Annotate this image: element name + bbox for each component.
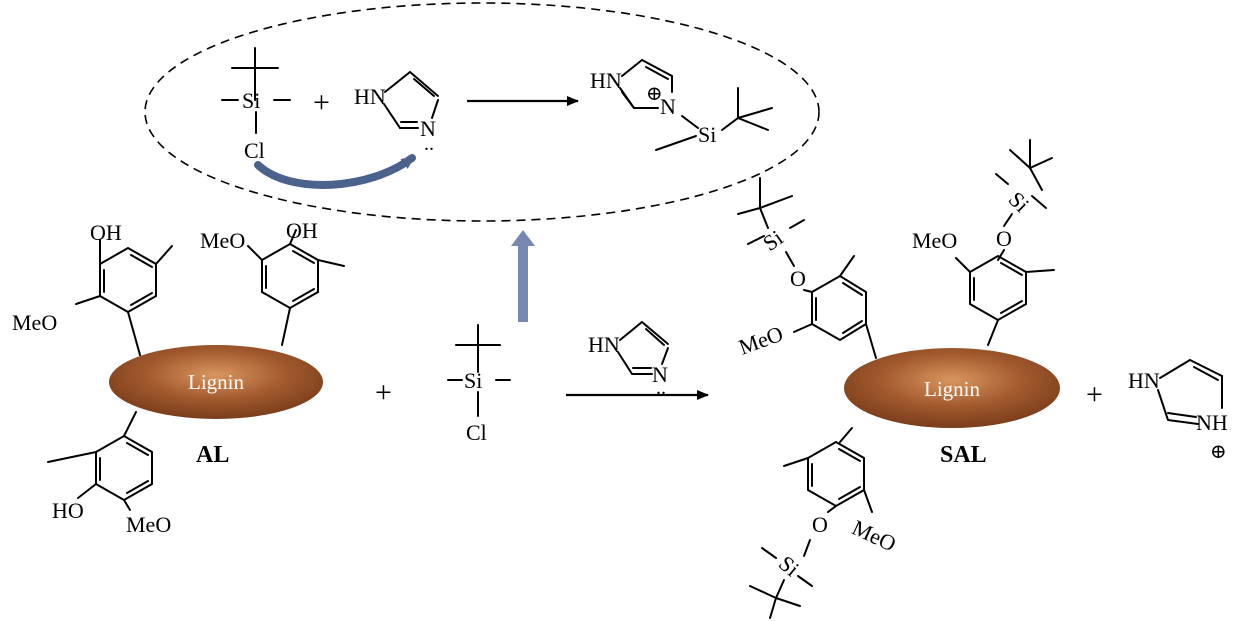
curved-arrow	[254, 154, 416, 189]
meo-label: MeO	[126, 512, 171, 537]
n-label: N	[660, 94, 676, 119]
meo-label: MeO	[12, 310, 57, 335]
meo-label: MeO	[735, 321, 786, 360]
hn-label: HN	[588, 332, 620, 357]
imidazole-mechanism: HN N ..	[354, 71, 439, 155]
imidazole-catalyst: HN N ..	[588, 321, 669, 399]
si-label: Si	[758, 225, 787, 256]
aryl-guaiacyl-lower: HO MeO	[47, 411, 171, 537]
si-label: Si	[464, 368, 482, 393]
tbdmscl-mechanism: Si Cl	[221, 47, 291, 163]
positive-charge: ⊕	[646, 83, 663, 105]
meo-label: MeO	[848, 515, 900, 557]
si-label: Si	[242, 88, 260, 113]
sal-lignin: Si O MeO Si O	[735, 139, 1060, 619]
lignin-label: Lignin	[188, 370, 244, 394]
tbdmscl-reagent: Si Cl	[447, 324, 511, 445]
cl-label: Cl	[244, 138, 265, 163]
aryl-silyl-upper-left: Si O MeO	[735, 177, 877, 360]
o-label: O	[790, 266, 806, 291]
nh-label: NH	[1196, 410, 1228, 435]
lone-pair: ..	[424, 133, 434, 155]
aryl-silyl-upper-right: Si O MeO	[912, 139, 1055, 346]
n-label: N	[420, 116, 436, 141]
plus-sign: +	[1086, 378, 1103, 411]
meo-label: MeO	[912, 228, 957, 253]
positive-charge: ⊕	[1210, 441, 1227, 463]
lignin-label: Lignin	[924, 377, 980, 401]
al-label: AL	[196, 442, 229, 468]
up-arrow	[511, 230, 535, 322]
mechanism-dashed-ellipse	[144, 2, 820, 222]
imidazolium-byproduct: HN NH ⊕	[1128, 359, 1228, 463]
oh-label: OH	[286, 218, 318, 243]
aryl-guaiacyl-upper-right: MeO OH	[200, 218, 345, 346]
lignin-core	[844, 348, 1060, 428]
n-label: N	[652, 362, 668, 387]
plus-sign: +	[375, 376, 392, 409]
meo-label: MeO	[200, 228, 245, 253]
aryl-silyl-lower: MeO O Si	[749, 427, 900, 619]
oh-label: OH	[90, 220, 122, 245]
plus-sign: +	[313, 86, 330, 119]
si-label: Si	[698, 122, 716, 147]
si-label: Si	[1004, 186, 1035, 217]
hn-label: HN	[1128, 368, 1160, 393]
o-label: O	[996, 226, 1012, 251]
lignin-core	[109, 345, 323, 419]
sal-label: SAL	[940, 442, 987, 468]
o-label: O	[812, 512, 828, 537]
cl-label: Cl	[466, 420, 487, 445]
ho-label: HO	[52, 498, 84, 523]
silyl-imidazolium: HN ⊕ N Si	[590, 59, 773, 151]
mechanism-group: Si Cl + HN N .. HN	[144, 2, 820, 222]
lone-pair: ..	[656, 377, 666, 399]
aryl-guaiacyl-upper-left: OH MeO	[12, 220, 173, 356]
hn-label: HN	[354, 84, 386, 109]
hn-label: HN	[590, 68, 622, 93]
al-lignin: OH MeO MeO OH Lignin AL	[12, 218, 345, 537]
